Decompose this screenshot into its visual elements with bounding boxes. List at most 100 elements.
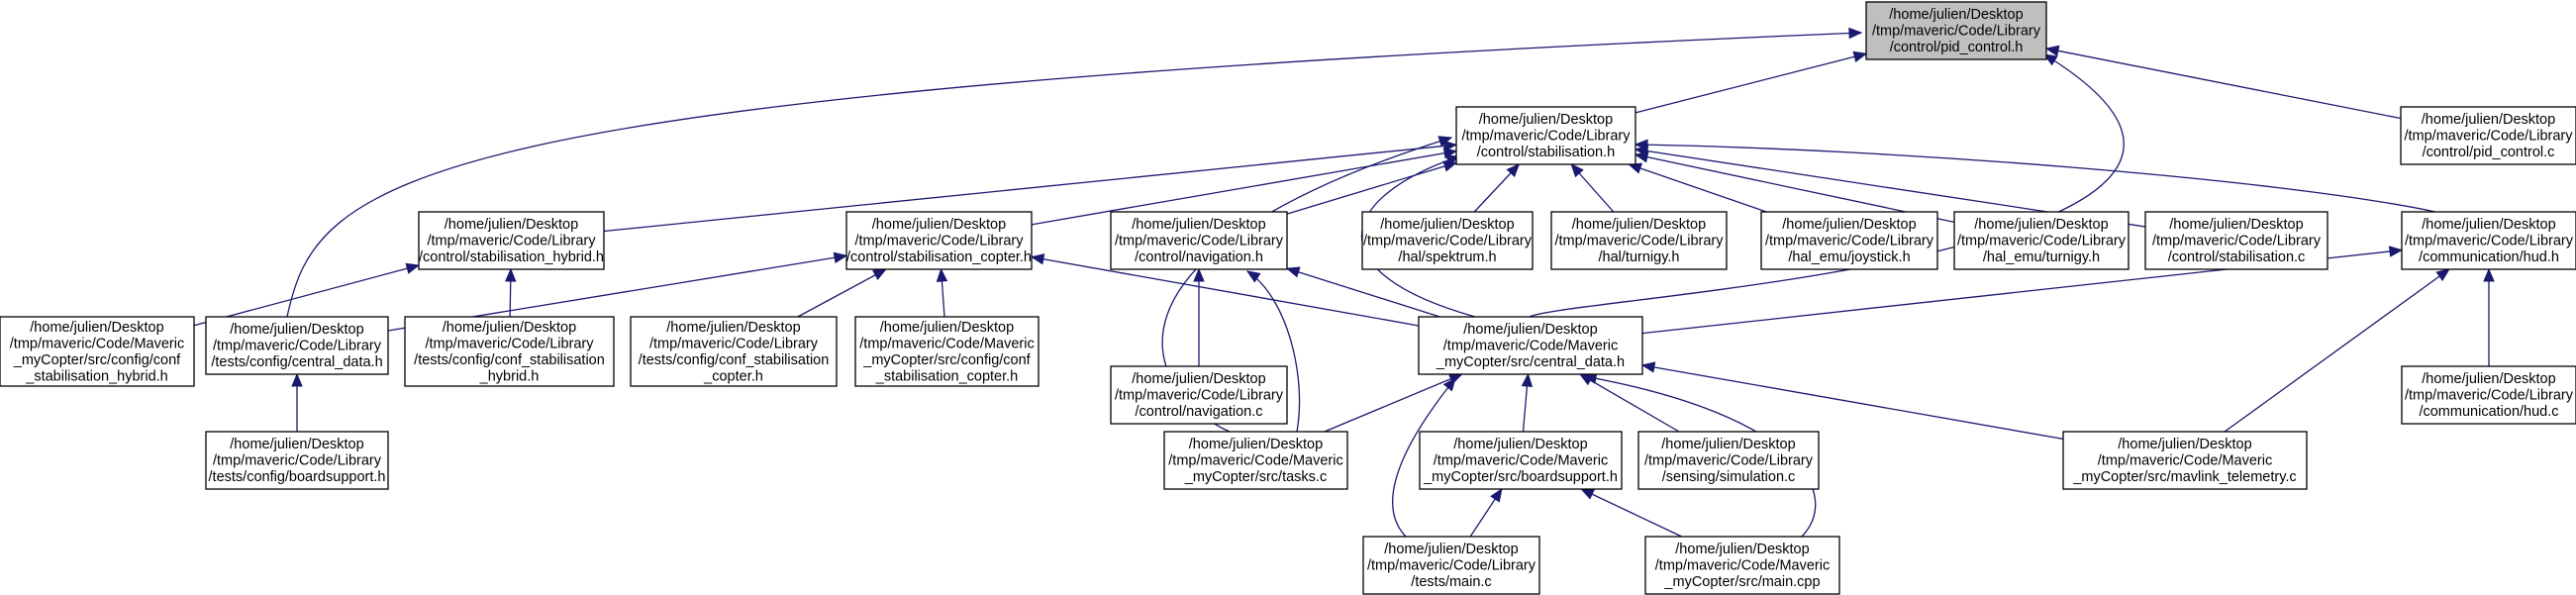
file-node-label-line: /tests/config/conf_stabilisation bbox=[414, 352, 605, 368]
file-node-label-line: /tmp/maveric/Code/Library bbox=[425, 336, 594, 351]
file-node-label-line: /home/julien/Desktop bbox=[2118, 437, 2251, 452]
edge-tasks_c-to-navigation_h bbox=[1245, 270, 1301, 433]
file-node-label-line: /tmp/maveric/Code/Library bbox=[1367, 558, 1536, 574]
edge-arrowhead bbox=[1030, 253, 1045, 265]
file-node-tests-conf-stab-hybrid[interactable]: /home/julien/Desktop/tmp/maveric/Code/Li… bbox=[404, 316, 615, 387]
file-node-label-line: /home/julien/Desktop bbox=[230, 437, 363, 452]
file-node-box bbox=[630, 316, 838, 387]
edge-line bbox=[1031, 150, 1457, 226]
edge-central_data_h-to-stabilisation_copter_h bbox=[1030, 253, 1420, 327]
file-node-label-line: _myCopter/src/main.cpp bbox=[1663, 574, 1820, 590]
edge-arrowhead bbox=[1640, 361, 1656, 373]
file-node-label-line: /tmp/maveric/Code/Library bbox=[854, 234, 1024, 249]
edge-arrowhead bbox=[1580, 488, 1596, 500]
edge-line bbox=[1581, 488, 1682, 538]
edge-joystick_h-to-stabilisation_h bbox=[1628, 162, 1767, 213]
file-node-box bbox=[2144, 211, 2328, 270]
file-node-label-line: _copter.h bbox=[703, 368, 763, 384]
edge-tasks_c-to-central_data_h bbox=[1324, 373, 1463, 433]
edge-mavlink_telemetry_c-to-central_data_h bbox=[1640, 361, 2064, 441]
file-node-label-line: /tmp/maveric/Code/Library bbox=[213, 453, 382, 469]
file-node-box bbox=[1760, 211, 1938, 270]
file-node-tests-conf-stab-copter[interactable]: /home/julien/Desktop/tmp/maveric/Code/Li… bbox=[630, 316, 838, 387]
file-node-main-cpp[interactable]: /home/julien/Desktop/tmp/maveric/Code/Ma… bbox=[1644, 536, 1840, 595]
file-node-label-line: /sensing/simulation.c bbox=[1662, 469, 1796, 485]
file-node-label-line: /control/navigation.h bbox=[1135, 249, 1263, 265]
edge-tests_main_c-to-central_data_h bbox=[1392, 376, 1456, 538]
file-node-turnigy-h[interactable]: /home/julien/Desktop/tmp/maveric/Code/Li… bbox=[1550, 211, 1728, 270]
file-node-stabilisation-copter-h[interactable]: /home/julien/Desktop/tmp/maveric/Code/Li… bbox=[845, 211, 1033, 270]
file-node-label-line: /hal_emu/turnigy.h bbox=[1983, 249, 2100, 265]
file-node-label-line: /tmp/maveric/Code/Library bbox=[213, 339, 382, 354]
edge-arrowhead bbox=[1506, 163, 1521, 178]
edge-line bbox=[1031, 255, 1420, 327]
edge-arrowhead bbox=[505, 267, 517, 282]
edge-arrowhead bbox=[1570, 163, 1584, 178]
file-node-box bbox=[854, 316, 1040, 387]
file-node-navigation-c[interactable]: /home/julien/Desktop/tmp/maveric/Code/Li… bbox=[1110, 365, 1288, 425]
file-node-label-line: /tmp/maveric/Code/Library bbox=[1461, 129, 1631, 145]
file-node-label-line: /tmp/maveric/Code/Library bbox=[1765, 234, 1934, 249]
file-node-pid-control-h[interactable]: /home/julien/Desktop/tmp/maveric/Code/Li… bbox=[1865, 1, 2047, 60]
file-node-spektrum-h[interactable]: /home/julien/Desktop/tmp/maveric/Code/Li… bbox=[1361, 211, 1534, 270]
edge-arrowhead bbox=[1634, 139, 1648, 150]
edge-arrowhead bbox=[1193, 267, 1205, 282]
file-node-label-line: /home/julien/Desktop bbox=[2422, 217, 2555, 233]
file-node-label-line: /home/julien/Desktop bbox=[1974, 217, 2108, 233]
file-node-box bbox=[1865, 1, 2047, 60]
file-node-central-data-h[interactable]: /home/julien/Desktop/tmp/maveric/Code/Ma… bbox=[1418, 316, 1643, 375]
file-node-stabilisation-c[interactable]: /home/julien/Desktop/tmp/maveric/Code/Li… bbox=[2144, 211, 2328, 270]
edge-line bbox=[1286, 267, 1440, 318]
file-node-label-line: _myCopter/src/config/conf bbox=[862, 352, 1031, 368]
file-node-label-line: /home/julien/Desktop bbox=[1572, 217, 1706, 233]
file-node-simulation-c[interactable]: /home/julien/Desktop/tmp/maveric/Code/Li… bbox=[1637, 431, 1820, 490]
file-node-label-line: /tmp/maveric/Code/Library bbox=[1115, 388, 1284, 404]
file-node-label-line: /hal_emu/joystick.h bbox=[1788, 249, 1910, 265]
file-node-label-line: /tmp/maveric/Code/Maveric bbox=[1655, 558, 1830, 574]
file-node-hud-h[interactable]: /home/julien/Desktop/tmp/maveric/Code/Li… bbox=[2401, 211, 2576, 270]
file-node-tests-boardsupport-h[interactable]: /home/julien/Desktop/tmp/maveric/Code/Li… bbox=[205, 431, 389, 490]
file-node-label-line: /home/julien/Desktop bbox=[30, 320, 163, 336]
file-node-box bbox=[1953, 211, 2130, 270]
file-node-box bbox=[1362, 536, 1540, 595]
file-node-tests-main-c[interactable]: /home/julien/Desktop/tmp/maveric/Code/Li… bbox=[1362, 536, 1540, 595]
file-node-stabilisation-h[interactable]: /home/julien/Desktop/tmp/maveric/Code/Li… bbox=[1455, 106, 1636, 165]
file-node-label-line: /control/pid_control.h bbox=[1890, 40, 2024, 55]
file-node-label-line: /tests/config/central_data.h bbox=[211, 354, 382, 370]
edge-arrowhead bbox=[872, 268, 887, 280]
file-node-mavlink-telemetry-c[interactable]: /home/julien/Desktop/tmp/maveric/Code/Ma… bbox=[2062, 431, 2308, 490]
edge-tests_conf_stab_hybrid-to-stabilisation_hybrid_h bbox=[505, 267, 517, 318]
edge-tests_conf_stab_copter-to-stabilisation_copter_h bbox=[797, 268, 887, 318]
file-node-conf-stab-copter-mycopter[interactable]: /home/julien/Desktop/tmp/maveric/Code/Ma… bbox=[854, 316, 1040, 387]
file-node-tests-central-data-h[interactable]: /home/julien/Desktop/tmp/maveric/Code/Li… bbox=[205, 316, 389, 375]
file-node-box bbox=[1418, 316, 1643, 375]
edge-line bbox=[1392, 377, 1456, 538]
edge-line bbox=[1246, 270, 1301, 433]
file-node-navigation-h[interactable]: /home/julien/Desktop/tmp/maveric/Code/Li… bbox=[1110, 211, 1288, 270]
file-node-label-line: /control/navigation.c bbox=[1136, 404, 1263, 420]
file-node-stabilisation-hybrid-h[interactable]: /home/julien/Desktop/tmp/maveric/Code/Li… bbox=[418, 211, 605, 270]
file-node-box bbox=[1110, 211, 1288, 270]
file-node-label-line: /tmp/maveric/Code/Maveric bbox=[2098, 453, 2272, 469]
file-node-label-line: /tmp/maveric/Code/Library bbox=[1363, 234, 1533, 249]
file-node-pid-control-c[interactable]: /home/julien/Desktop/tmp/maveric/Code/Li… bbox=[2400, 106, 2576, 165]
file-node-box bbox=[1110, 365, 1288, 425]
edge-tests_central_data_h-to-pid_control_h bbox=[286, 27, 1863, 318]
file-node-box bbox=[2401, 211, 2576, 270]
file-node-boardsupport-h[interactable]: /home/julien/Desktop/tmp/maveric/Code/Ma… bbox=[1419, 431, 1623, 490]
file-node-tasks-c[interactable]: /home/julien/Desktop/tmp/maveric/Code/Ma… bbox=[1163, 431, 1348, 490]
file-node-label-line: /home/julien/Desktop bbox=[2169, 217, 2303, 233]
file-node-hud-c[interactable]: /home/julien/Desktop/tmp/maveric/Code/Li… bbox=[2401, 365, 2576, 425]
edge-navigation_c-to-navigation_h bbox=[1193, 267, 1205, 366]
file-node-label-line: /communication/hud.c bbox=[2419, 404, 2558, 420]
edge-arrowhead bbox=[1437, 136, 1453, 148]
file-node-label-line: _myCopter/src/config/conf bbox=[13, 352, 181, 368]
file-node-conf-stab-hybrid-mycopter[interactable]: /home/julien/Desktop/tmp/maveric/Code/Ma… bbox=[0, 316, 195, 387]
file-node-joystick-h[interactable]: /home/julien/Desktop/tmp/maveric/Code/Li… bbox=[1760, 211, 1938, 270]
file-node-label-line: /home/julien/Desktop bbox=[1889, 7, 2023, 23]
edge-arrowhead bbox=[1490, 487, 1503, 503]
file-node-emu-turnigy-h[interactable]: /home/julien/Desktop/tmp/maveric/Code/Li… bbox=[1953, 211, 2130, 270]
file-node-box bbox=[205, 431, 389, 490]
edge-central_data_h-to-navigation_h bbox=[1285, 266, 1440, 318]
